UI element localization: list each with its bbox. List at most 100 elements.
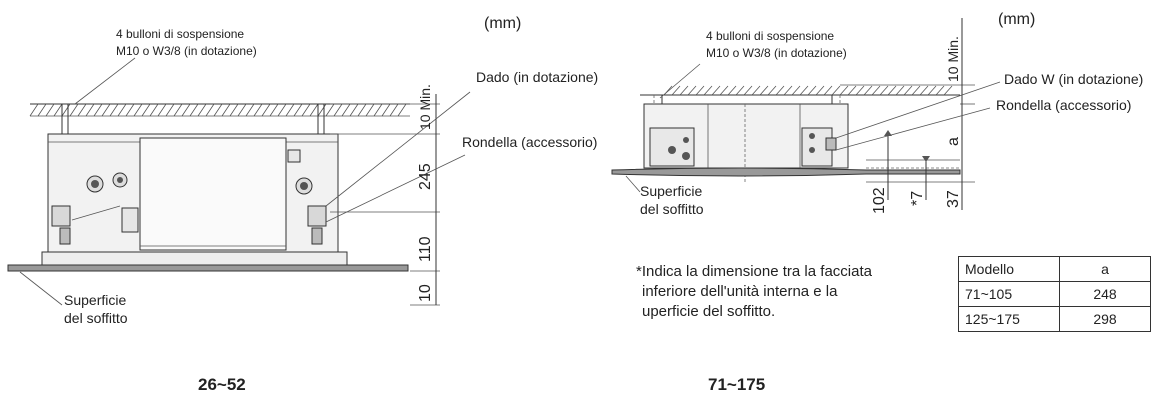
hatch-mark	[309, 103, 319, 117]
hatch-mark	[879, 85, 889, 96]
hatch-mark	[775, 85, 785, 96]
hatch-mark	[935, 85, 945, 96]
left-nut-label: Dado (in dotazione)	[476, 69, 598, 85]
hatch-mark	[831, 85, 841, 96]
dimension-note: *Indica la dimensione tra la facciata in…	[636, 262, 936, 322]
left-bolts-label-2: M10 o W3/8 (in dotazione)	[116, 44, 257, 58]
table-cell-model: 71~105	[958, 281, 1060, 307]
note-line-2: inferiore dell'unità interna e la	[642, 283, 838, 300]
hatch-mark	[77, 103, 87, 117]
note-line-1: *Indica la dimensione tra la facciata	[636, 263, 872, 280]
right-nut-label: Dado W (in dotazione)	[1004, 71, 1143, 87]
hatch-mark	[269, 103, 279, 117]
left-hanger-bracket-2	[307, 205, 327, 227]
hatch-mark	[293, 103, 303, 117]
right-bolt-leader	[659, 63, 701, 99]
right-washer-leader	[835, 107, 991, 151]
hatch-mark	[815, 85, 825, 96]
right-nut	[825, 137, 837, 151]
hatch-mark	[887, 85, 897, 96]
table-header-a: a	[1059, 256, 1151, 282]
hatch-mark	[277, 103, 287, 117]
hatch-mark	[261, 103, 271, 117]
hatch-mark	[895, 85, 905, 96]
left-dim-110: 110	[417, 236, 434, 262]
hatch-mark	[807, 85, 817, 96]
right-ceiling-leader	[625, 175, 641, 193]
right-ceiling-label-2: del soffitto	[640, 201, 704, 217]
hatch-mark	[141, 103, 151, 117]
right-bolts-label-2: M10 o W3/8 (in dotazione)	[706, 46, 847, 60]
hatch-mark	[735, 85, 745, 96]
hatch-mark	[285, 103, 295, 117]
hatch-mark	[221, 103, 231, 117]
right-bolts-label-1: 4 bulloni di sospensione	[706, 29, 834, 43]
hatch-mark	[109, 103, 119, 117]
hatch-mark	[911, 85, 921, 96]
table-cell-a: 298	[1059, 306, 1151, 332]
hatch-mark	[173, 103, 183, 117]
left-ceiling-panel	[7, 264, 409, 272]
hatch-mark	[125, 103, 135, 117]
left-dim-top: 10 Min.	[417, 84, 433, 130]
hatch-mark	[719, 85, 729, 96]
hatch-mark	[397, 103, 407, 117]
model-table-wrap: Modello a 71~105 248 125~175 298	[958, 256, 1151, 332]
table-cell-model: 125~175	[958, 306, 1060, 332]
hatch-mark	[679, 85, 689, 96]
hatch-mark	[69, 103, 79, 117]
hatch-mark	[117, 103, 127, 117]
hatch-mark	[863, 85, 873, 96]
left-hanger-bracket-1	[51, 205, 71, 227]
hatch-mark	[85, 103, 95, 117]
right-ceiling-panel	[611, 167, 961, 177]
right-caption: 71~175	[708, 375, 765, 394]
left-bolts-label-1: 4 bulloni di sospensione	[116, 27, 244, 41]
hatch-mark	[317, 103, 327, 117]
left-dim-245: 245	[417, 163, 434, 190]
hatch-mark	[695, 85, 705, 96]
hatch-mark	[157, 103, 167, 117]
hatch-mark	[743, 85, 753, 96]
hatch-mark	[357, 103, 367, 117]
hatch-mark	[93, 103, 103, 117]
hatch-mark	[671, 85, 681, 96]
hatch-mark	[189, 103, 199, 117]
right-washer-label: Rondella (accessorio)	[996, 97, 1131, 113]
hatch-mark	[791, 85, 801, 96]
hatch-mark	[855, 85, 865, 96]
hatch-mark	[927, 85, 937, 96]
hatch-mark	[373, 103, 383, 117]
hatch-mark	[181, 103, 191, 117]
hatch-mark	[101, 103, 111, 117]
hatch-mark	[133, 103, 143, 117]
hatch-mark	[943, 85, 953, 96]
hatch-mark	[349, 103, 359, 117]
hatch-mark	[751, 85, 761, 96]
left-ceiling-hatch	[29, 103, 410, 117]
hatch-mark	[799, 85, 809, 96]
left-decoration-panel	[41, 251, 348, 266]
left-diagram	[7, 57, 471, 306]
left-washer-label: Rondella (accessorio)	[462, 134, 597, 150]
hatch-mark	[839, 85, 849, 96]
hatch-mark	[871, 85, 881, 96]
hatch-mark	[389, 103, 399, 117]
left-ceiling-leader	[19, 271, 63, 306]
table-cell-a: 248	[1059, 281, 1151, 307]
table-row: 71~105 248	[958, 281, 1151, 307]
hatch-mark	[325, 103, 335, 117]
hatch-mark	[727, 85, 737, 96]
hatch-mark	[237, 103, 247, 117]
hatch-mark	[687, 85, 697, 96]
hatch-mark	[45, 103, 55, 117]
hatch-mark	[341, 103, 351, 117]
hatch-mark	[61, 103, 71, 117]
right-dim-37: 37	[945, 190, 962, 208]
left-nut-leader	[325, 91, 471, 207]
table-header-model: Modello	[958, 256, 1060, 282]
hatch-mark	[711, 85, 721, 96]
left-dim-10: 10	[417, 284, 434, 302]
